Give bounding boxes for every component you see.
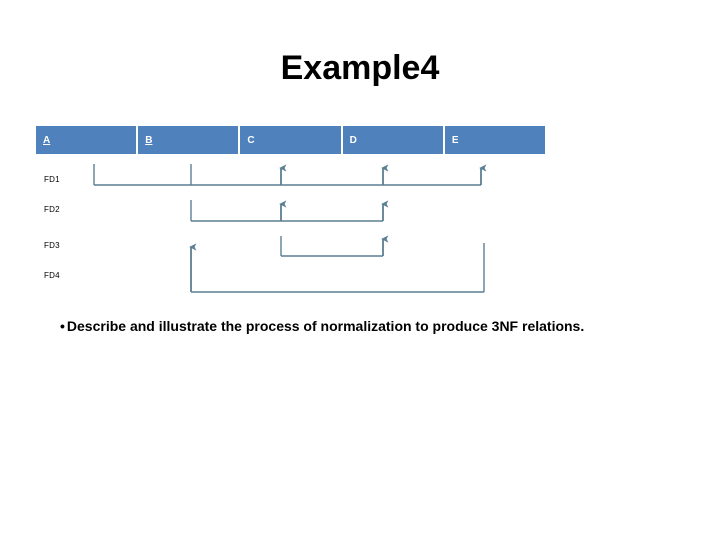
- fd-connector-fd4: [189, 243, 485, 293]
- attribute-cell-d: D: [342, 126, 443, 154]
- fd-connector-fd2: [190, 200, 389, 222]
- fd-row-label-fd1: FD1: [44, 175, 60, 184]
- attribute-label-e: E: [451, 134, 459, 146]
- bullet-text: Describe and illustrate the process of n…: [66, 318, 585, 334]
- attribute-cell-a: A: [36, 126, 137, 154]
- attribute-cell-b: B: [138, 126, 239, 154]
- fd-connector-fd1: [93, 164, 487, 186]
- body-bullet-line: •Describe and illustrate the process of …: [60, 316, 670, 336]
- page-title: Example4: [280, 49, 440, 87]
- fd-row-label-fd3: FD3: [44, 241, 60, 250]
- fd-row-label-fd4: FD4: [44, 271, 60, 280]
- attribute-label-c: C: [247, 134, 255, 146]
- attribute-header-bar: A B C D E: [36, 126, 546, 154]
- attribute-cell-e: E: [444, 126, 546, 154]
- attribute-cell-c: C: [240, 126, 341, 154]
- attribute-label-a: A: [43, 134, 51, 146]
- attribute-label-d: D: [349, 134, 357, 146]
- fd-connector-fd3: [280, 235, 389, 257]
- fd-row-label-fd2: FD2: [44, 205, 60, 214]
- bullet-marker-icon: •: [60, 318, 65, 334]
- attribute-label-b: B: [145, 134, 153, 146]
